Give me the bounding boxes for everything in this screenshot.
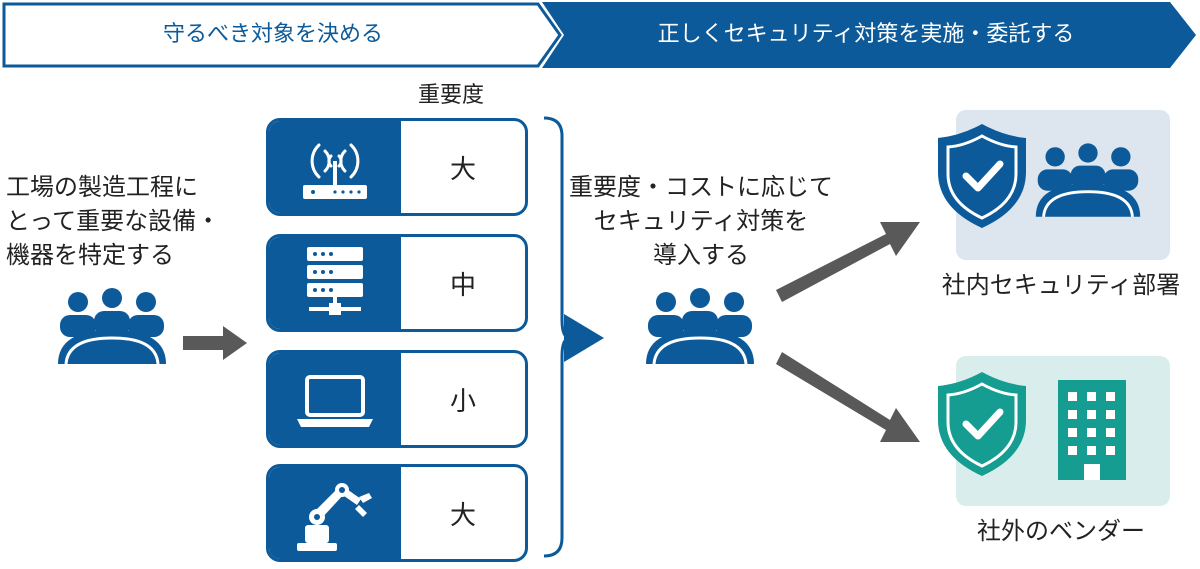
left-text-line2: とって重要な設備・ xyxy=(6,207,221,235)
importance-heading: 重要度 xyxy=(418,83,485,108)
importance-level: 大 xyxy=(449,500,476,531)
importance-level: 大 xyxy=(449,154,476,185)
importance-card-robot-arm: 大 xyxy=(266,464,528,562)
importance-card-server: 中 xyxy=(266,234,528,332)
middle-text-line1: 重要度・コストに応じて xyxy=(569,173,833,201)
step2-chevron xyxy=(542,2,1196,68)
middle-text-line3: 導入する xyxy=(653,241,749,269)
people-group-icon xyxy=(646,288,754,365)
importance-card-router: 大 xyxy=(266,118,528,216)
importance-level: 中 xyxy=(449,270,476,301)
step1-label: 守るべき対象を決める xyxy=(162,22,383,47)
laptop-icon xyxy=(297,375,373,427)
people-group-icon xyxy=(1035,143,1141,218)
internal-label: 社内セキュリティ部署 xyxy=(941,271,1181,299)
left-text-line3: 機器を特定する xyxy=(6,241,174,269)
bracket xyxy=(543,116,604,558)
left-text-line1: 工場の製造工程に xyxy=(6,173,198,201)
shield-check-icon xyxy=(938,124,1026,228)
right-arrow-icon xyxy=(183,326,247,360)
building-icon xyxy=(1058,380,1126,480)
people-group-icon xyxy=(58,288,166,365)
header-arrows xyxy=(2,2,1196,68)
arrow-down-right-icon xyxy=(776,352,920,442)
vendor-label: 社外のベンダー xyxy=(977,517,1145,545)
importance-level: 小 xyxy=(449,386,476,417)
step2-label: 正しくセキュリティ対策を実施・委託する xyxy=(657,22,1075,47)
middle-text-line2: セキュリティ対策を xyxy=(593,207,809,235)
shield-check-icon xyxy=(938,372,1026,476)
importance-card-laptop: 小 xyxy=(266,350,528,448)
router-icon xyxy=(303,143,367,199)
robot-arm-icon xyxy=(297,483,372,551)
branch-arrows xyxy=(776,222,920,442)
arrow-up-right-icon xyxy=(776,222,920,302)
server-icon xyxy=(307,247,363,315)
step1-chevron xyxy=(2,2,562,68)
